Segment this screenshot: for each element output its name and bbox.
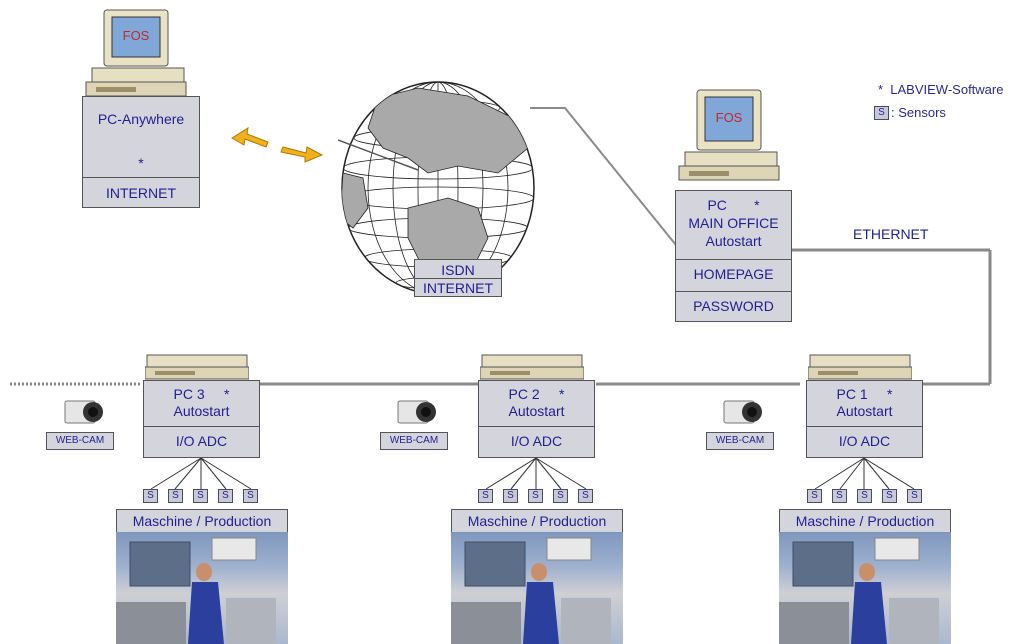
pc1-sensor-2: S — [832, 489, 847, 503]
remote-pc-link: INTERNET — [106, 185, 176, 201]
pc1-sensor-1: S — [807, 489, 822, 503]
pc3-io-adc: I/O ADC — [175, 433, 228, 449]
remote-pc-screen-text: FOS — [122, 28, 150, 43]
pc1-webcam-label: WEB-CAM — [706, 432, 774, 450]
main-pc-office: MAIN OFFICE — [688, 215, 779, 231]
globe-label-internet: INTERNET — [423, 280, 493, 296]
globe-label-divider — [415, 278, 501, 279]
data-transfer-arrows — [231, 126, 324, 163]
main-pc-autostart: Autostart — [705, 233, 762, 249]
pc3-sensor-3: S — [193, 489, 208, 503]
pc2-sensor-2: S — [503, 489, 518, 503]
pc1-autostart: Autostart — [836, 403, 893, 419]
pc3-title: PC 3 * — [173, 386, 230, 402]
main-pc-title: PC * — [707, 197, 760, 213]
pc3-sensor-4: S — [218, 489, 233, 503]
webcam-icon — [396, 397, 438, 427]
pc1-sensor-4: S — [882, 489, 897, 503]
pc2-sensor-5: S — [578, 489, 593, 503]
pc3-computer-icon — [144, 353, 250, 381]
remote-pc-labview-marker: * — [138, 155, 144, 171]
pc1-computer-icon — [807, 353, 913, 381]
pc2-sensor-4: S — [553, 489, 568, 503]
main-pc-screen-text: FOS — [715, 110, 743, 125]
pc2-webcam-label: WEB-CAM — [380, 432, 448, 450]
pc2-panel: PC 2 * Autostart I/O ADC — [478, 380, 595, 458]
pc3-machine-photo — [116, 532, 288, 644]
pc2-io-adc: I/O ADC — [510, 433, 563, 449]
main-pc-divider-2 — [676, 291, 791, 292]
pc2-machine-photo — [451, 532, 623, 644]
pc2-computer-icon — [479, 353, 585, 381]
pc3-sensor-2: S — [168, 489, 183, 503]
legend-sensor-symbol: S — [874, 106, 889, 120]
webcam-icon — [63, 397, 105, 427]
pc2-divider — [479, 426, 594, 427]
remote-pc-computer-icon: FOS — [82, 8, 192, 100]
pc2-autostart: Autostart — [508, 403, 565, 419]
pc1-machine-photo — [779, 532, 951, 644]
pc1-io-adc: I/O ADC — [838, 433, 891, 449]
pc2-sensor-3: S — [528, 489, 543, 503]
pc3-machine-label: Maschine / Production — [116, 509, 288, 533]
pc1-divider — [807, 426, 922, 427]
pc3-sensor-1: S — [143, 489, 158, 503]
remote-pc-software: PC-Anywhere — [97, 111, 185, 127]
pc3-sensor-5: S — [243, 489, 258, 503]
globe-label-isdn: ISDN — [441, 262, 475, 278]
main-pc-panel: PC * MAIN OFFICE Autostart HOMEPAGE PASS… — [675, 190, 792, 322]
main-pc-password: PASSWORD — [693, 298, 774, 314]
remote-pc-panel: PC-Anywhere * INTERNET — [82, 96, 200, 208]
remote-pc-divider — [83, 177, 199, 178]
ethernet-label: ETHERNET — [853, 226, 929, 242]
pc2-title: PC 2 * — [508, 386, 565, 402]
pc2-machine-label: Maschine / Production — [451, 509, 623, 533]
main-pc-homepage: HOMEPAGE — [693, 266, 774, 282]
pc3-divider — [144, 426, 259, 427]
legend-sensor-text: : Sensors — [891, 105, 946, 120]
main-pc-computer-icon: FOS — [675, 88, 785, 188]
main-pc-divider-1 — [676, 259, 791, 260]
pc3-panel: PC 3 * Autostart I/O ADC — [143, 380, 260, 458]
pc3-webcam-label: WEB-CAM — [46, 432, 114, 450]
pc1-sensor-5: S — [907, 489, 922, 503]
pc1-sensor-3: S — [857, 489, 872, 503]
pc2-sensor-1: S — [478, 489, 493, 503]
globe-label-box: ISDN INTERNET — [414, 259, 502, 297]
pc1-panel: PC 1 * Autostart I/O ADC — [806, 380, 923, 458]
webcam-icon — [722, 397, 764, 427]
legend-labview: * LABVIEW-Software — [878, 82, 1004, 97]
pc3-autostart: Autostart — [173, 403, 230, 419]
pc1-title: PC 1 * — [836, 386, 893, 402]
pc1-machine-label: Maschine / Production — [779, 509, 951, 533]
